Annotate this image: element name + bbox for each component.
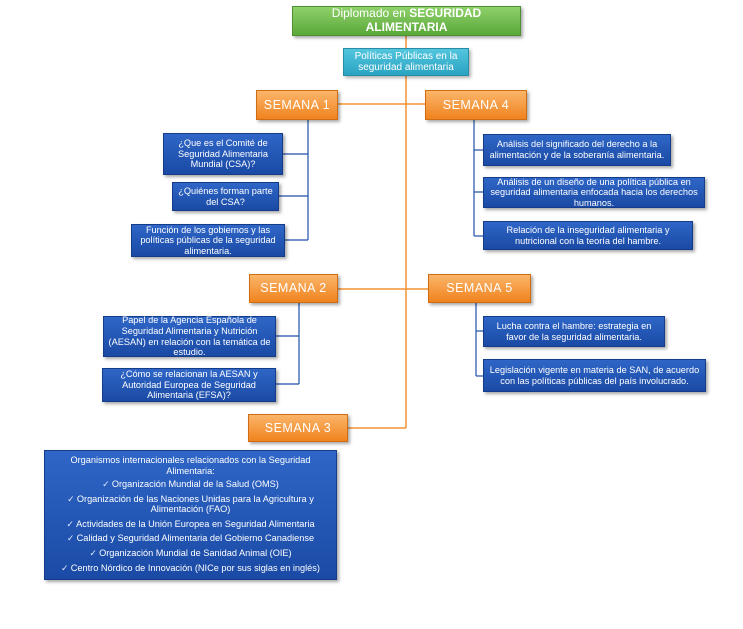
root-title-bold: SEGURIDAD (409, 6, 482, 21)
root-title-prefix: Diplomado en (331, 6, 410, 21)
week-1-box: SEMANA 1 (256, 90, 338, 120)
week-1-item-text: Función de los gobiernos y las políticas… (140, 224, 276, 256)
week-5-item-text: Lucha contra el hambre: estrategia en fa… (496, 320, 652, 342)
checkmark-icon: ✓ (66, 533, 75, 544)
week-2-item: Papel de la Agencia Española de Segurida… (103, 315, 276, 358)
root-title-line2: ALIMENTARIA (365, 20, 448, 34)
week-1-label: SEMANA 1 (263, 97, 331, 112)
week-4-item-text: Análisis del significado del derecho a l… (489, 139, 665, 160)
week-3-list: ✓Organización Mundial de la Salud (OMS) … (51, 479, 330, 573)
week-4-box: SEMANA 4 (425, 90, 527, 120)
week-2-box: SEMANA 2 (249, 274, 338, 303)
week-4-item: Análisis del significado del derecho a l… (483, 134, 671, 166)
week-4-item-text: Análisis de un diseño de una política pú… (490, 176, 698, 208)
week-3-label: SEMANA 3 (264, 420, 332, 435)
week-5-label: SEMANA 5 (446, 281, 513, 296)
week-3-organisms-box: Organismos internacionales relacionados … (44, 450, 337, 580)
subtopic-box: Políticas Públicas en la seguridad alime… (343, 48, 469, 76)
week-1-item-text: ¿Quiénes forman parte del CSA? (178, 185, 273, 207)
checkmark-icon: ✓ (61, 562, 69, 573)
list-item: ✓Actividades de la Unión Europea en Segu… (66, 518, 315, 529)
week-2-item: ¿Cómo se relacionan la AESAN y Autoridad… (102, 368, 276, 402)
week-5-item-text: Legislación vigente en materia de SAN, d… (489, 364, 700, 386)
week-2-item-text: Papel de la Agencia Española de Segurida… (108, 315, 271, 358)
week-2-label: SEMANA 2 (260, 281, 327, 296)
checkmark-icon: ✓ (102, 479, 110, 490)
checkmark-icon: ✓ (67, 493, 75, 504)
week-5-item: Lucha contra el hambre: estrategia en fa… (483, 316, 665, 347)
week-3-box: SEMANA 3 (248, 414, 348, 442)
week-1-item: Función de los gobiernos y las políticas… (131, 224, 285, 257)
week-1-item-text: ¿Que es el Comité de Seguridad Alimentar… (178, 138, 268, 170)
week-2-item-text: ¿Cómo se relacionan la AESAN y Autoridad… (120, 369, 258, 401)
week-3-heading: Organismos internacionales relacionados … (70, 455, 311, 476)
week-1-item: ¿Que es el Comité de Seguridad Alimentar… (163, 133, 283, 175)
checkmark-icon: ✓ (89, 548, 98, 559)
week-5-box: SEMANA 5 (428, 274, 531, 303)
week-4-item: Análisis de un diseño de una política pú… (483, 177, 705, 208)
week-4-item: Relación de la inseguridad alimentaria y… (483, 221, 693, 250)
list-item: ✓Calidad y Seguridad Alimentaria del Gob… (66, 533, 315, 544)
week-4-label: SEMANA 4 (442, 97, 510, 112)
week-1-item: ¿Quiénes forman parte del CSA? (172, 182, 279, 211)
list-item: ✓Organización Mundial de la Salud (OMS) (102, 479, 279, 490)
list-item: ✓Organización de las Naciones Unidas par… (67, 493, 314, 515)
week-5-item: Legislación vigente en materia de SAN, d… (483, 359, 706, 392)
root-title-box: Diplomado en SEGURIDAD ALIMENTARIA (292, 6, 521, 36)
checkmark-icon: ✓ (66, 518, 75, 529)
list-item: ✓Organización Mundial de Sanidad Animal … (89, 548, 292, 559)
list-item: ✓Centro Nórdico de Innovación (NICe por … (61, 562, 320, 573)
week-4-item-text: Relación de la inseguridad alimentaria y… (506, 224, 670, 246)
subtopic-label: Políticas Públicas en la seguridad alime… (354, 50, 458, 74)
